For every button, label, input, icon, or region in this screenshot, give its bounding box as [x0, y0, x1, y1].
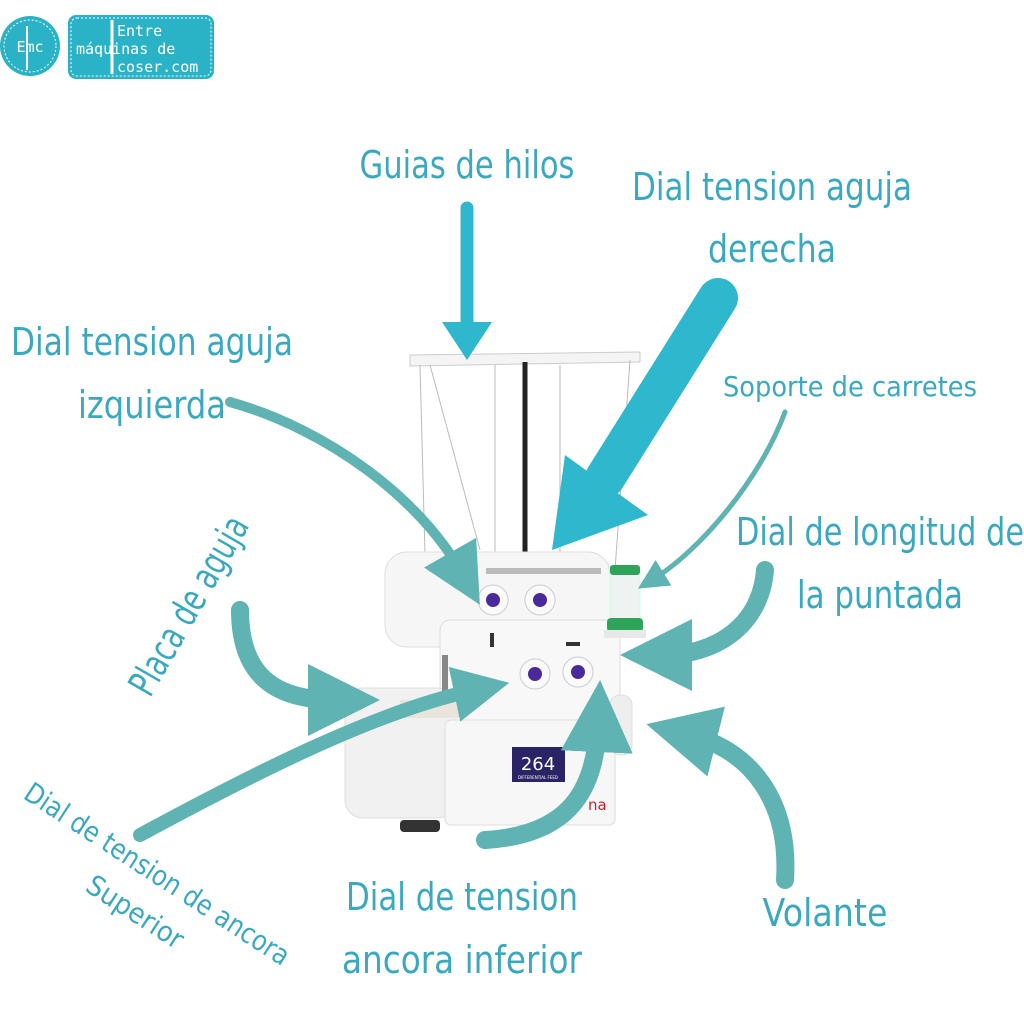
- label-left-needle-1: Dial tension aguja: [11, 320, 293, 364]
- arrows: [133, 201, 795, 889]
- label-spool-holder: Soporte de carretes: [723, 370, 977, 403]
- label-handwheel: Volante: [763, 891, 888, 935]
- arrow-needle-plate: [231, 601, 380, 736]
- logo-badge: [0, 16, 60, 76]
- model-badge: [512, 747, 565, 782]
- logo-line-1: Entre: [117, 22, 162, 40]
- arrow-lower-looper: [476, 680, 633, 849]
- model-number: 264: [521, 754, 555, 775]
- label-right-needle-2: derecha: [708, 227, 836, 271]
- arrow-handwheel: [646, 706, 795, 889]
- label-left-needle-2: izquierda: [78, 383, 226, 427]
- label-stitch-length-1: Dial de longitud de: [736, 510, 1024, 554]
- label-thread-guides: Guias de hilos: [360, 143, 575, 187]
- logo-badge-text: Emc: [16, 38, 43, 56]
- tension-dials: [477, 584, 594, 690]
- arrow-upper-looper: [133, 666, 510, 842]
- model-subtitle: DIFFERENTIAL FEED: [518, 775, 558, 780]
- brand-name: na: [588, 796, 607, 814]
- arrow-stitch-length: [620, 561, 774, 691]
- arrow-right-needle: [585, 278, 738, 498]
- logo-line-2: máquinas de: [76, 40, 175, 58]
- label-lower-looper-1: Dial de tension: [346, 875, 578, 919]
- label-stitch-length-2: la puntada: [797, 573, 963, 617]
- logo-line-3: coser.com: [117, 58, 198, 76]
- handwheel: [609, 694, 633, 756]
- label-right-needle-1: Dial tension aguja: [632, 165, 912, 209]
- arrow-spool-holder: [638, 409, 788, 589]
- site-logo[interactable]: Emc Entre máquinas de coser.com: [0, 15, 214, 79]
- arrow-left-needle: [225, 397, 480, 605]
- label-lower-looper-2: ancora inferior: [342, 938, 582, 982]
